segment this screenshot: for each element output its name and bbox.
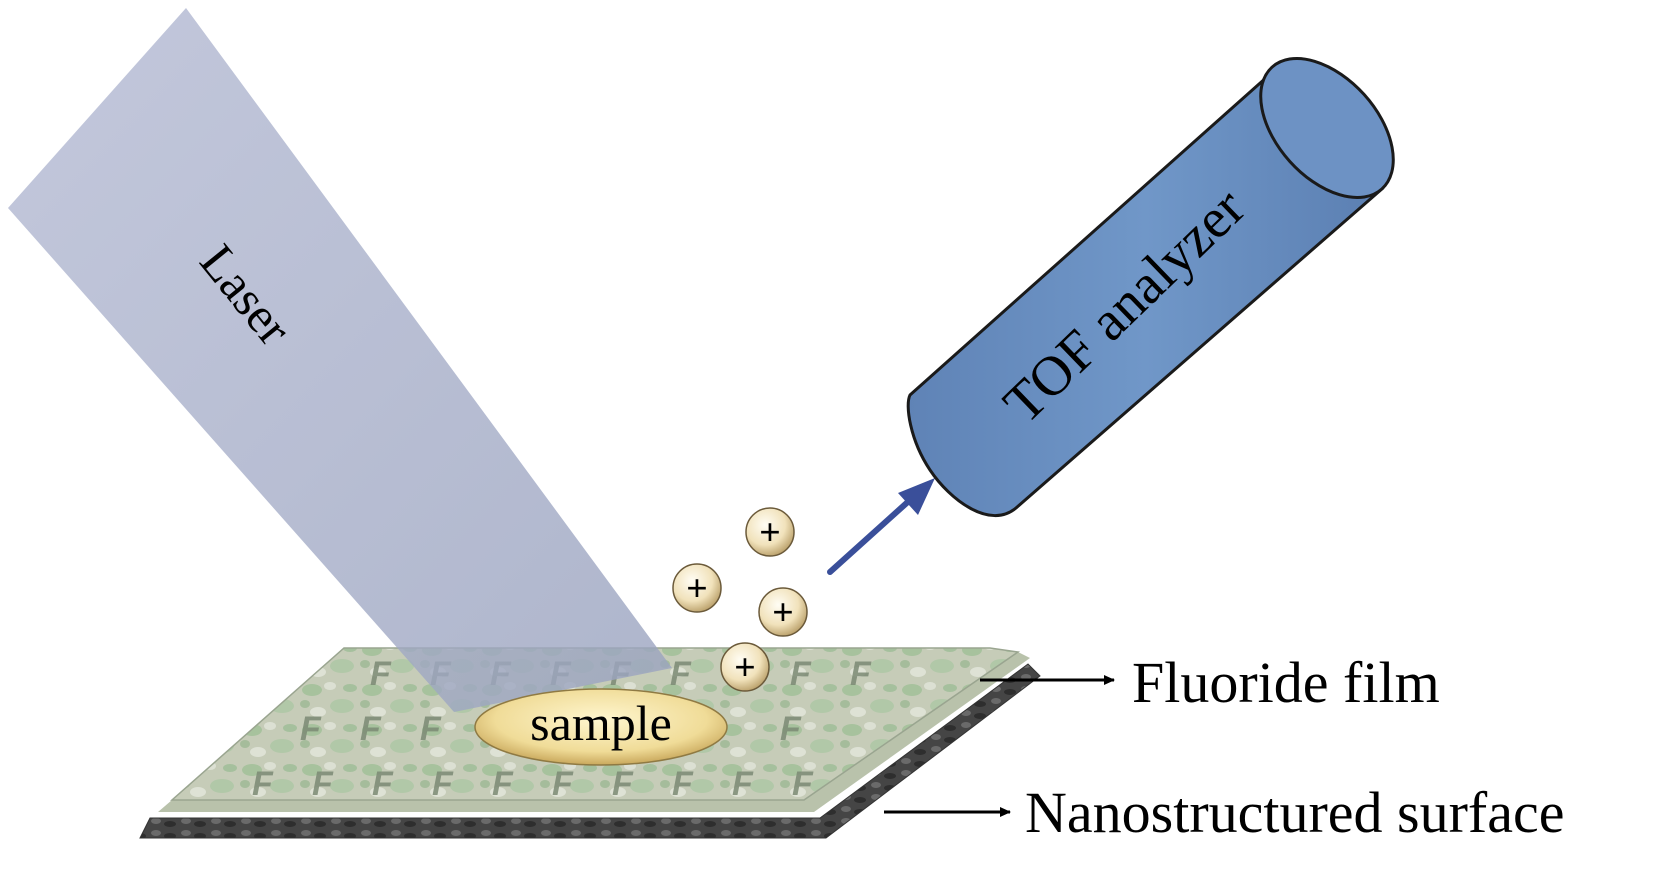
ion-symbol: + (772, 592, 794, 634)
ion-symbol: + (759, 512, 781, 554)
ion-symbol: + (686, 568, 708, 610)
sample: sample (474, 688, 728, 766)
fluoride-film-callout: Fluoride film (980, 650, 1440, 715)
nanostructured-surface-label: Nanostructured surface (1025, 780, 1564, 845)
film-f-letter: F (420, 710, 442, 748)
ion: + (720, 642, 770, 692)
film-f-letter: F (732, 765, 754, 803)
film-f-letter: F (372, 765, 394, 803)
film-f-letter: F (780, 710, 802, 748)
ion: + (745, 507, 795, 557)
ion-symbol: + (734, 647, 756, 689)
film-f-letter: F (612, 765, 634, 803)
ion: + (758, 587, 808, 637)
ion: + (672, 563, 722, 613)
ion-flight-arrow (827, 478, 935, 575)
film-f-letter: F (790, 655, 812, 693)
film-f-letter: F (300, 710, 322, 748)
film-f-letter: F (792, 765, 814, 803)
fluoride-film-label: Fluoride film (1132, 650, 1440, 715)
film-f-letter: F (432, 765, 454, 803)
film-f-letter: F (492, 765, 514, 803)
film-f-letter: F (672, 765, 694, 803)
film-f-letter: F (360, 710, 382, 748)
film-f-letter: F (552, 765, 574, 803)
tof-analyzer: TOF analyzer (906, 56, 1395, 517)
laser-beam (8, 8, 672, 712)
film-f-letter: F (370, 655, 392, 693)
nanostructured-surface (139, 663, 1041, 839)
film-f-letter: F (252, 765, 274, 803)
nanostructured-surface-callout: Nanostructured surface (884, 780, 1564, 845)
sample-label: sample (530, 695, 672, 751)
film-f-letter: F (312, 765, 334, 803)
film-f-letter: F (850, 655, 872, 693)
film-f-letter: F (670, 655, 692, 693)
